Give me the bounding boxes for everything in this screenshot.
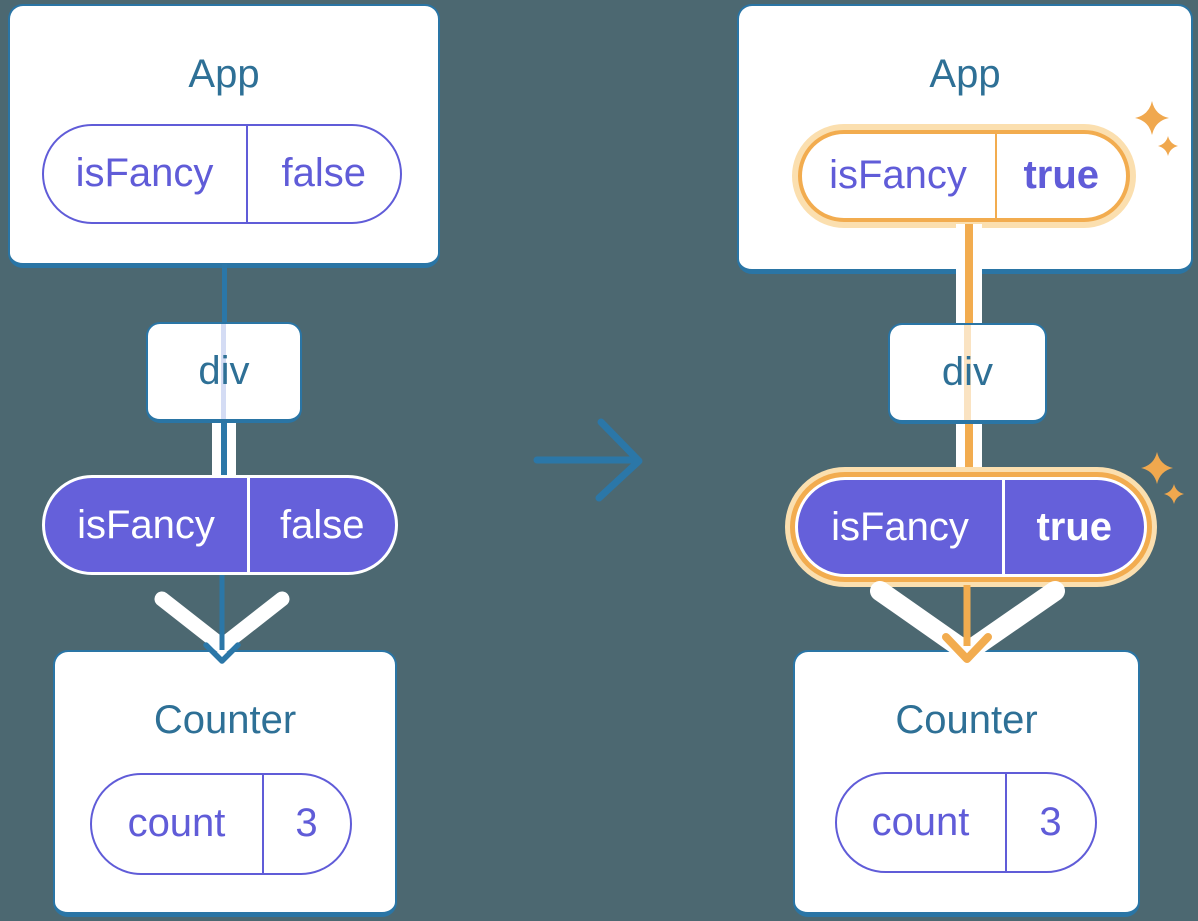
chevron-down-arrow-icon [154, 591, 290, 654]
after-counter-card: Counter count 3 [793, 650, 1140, 917]
state-name: isFancy [75, 151, 214, 195]
pill-divider [245, 125, 248, 222]
prop-value: true [1036, 504, 1113, 549]
pill-divider [1002, 480, 1005, 574]
pill-divider [261, 774, 264, 873]
before-app-title: App [188, 52, 260, 96]
before-counter-state-pill: count 3 [89, 772, 352, 875]
state-name: count [871, 799, 970, 844]
arrow-right-icon [533, 418, 643, 502]
before-div-label: div [198, 349, 250, 393]
before-counter-title: Counter [153, 698, 297, 742]
state-value: false [281, 151, 367, 195]
after-connector-div-pill [956, 422, 982, 474]
before-passed-prop-pill: isFancy false [42, 475, 398, 575]
before-connector-div-pill [212, 421, 236, 477]
before-connector-app-div [221, 264, 227, 324]
prop-name: isFancy [831, 504, 969, 549]
before-app-state-pill: isFancy false [41, 123, 402, 224]
state-name: isFancy [829, 153, 967, 197]
state-trace-line [964, 325, 971, 420]
state-value: 3 [1039, 799, 1062, 844]
after-app-state-pill: isFancy true [797, 129, 1130, 222]
sparkle-icon [1141, 452, 1184, 504]
after-state-flow-arrow [942, 585, 992, 663]
pill-divider [247, 478, 250, 572]
state-value: true [1023, 153, 1100, 197]
before-counter-card: Counter count 3 [53, 650, 397, 917]
state-value: 3 [295, 801, 318, 845]
prop-value: false [280, 502, 365, 547]
state-trace-line [221, 324, 226, 419]
after-counter-title: Counter [895, 698, 1038, 742]
after-counter-state-pill: count 3 [834, 771, 1097, 873]
state-name: count [127, 801, 226, 845]
after-passed-prop-pill: isFancy true [795, 477, 1147, 577]
before-app-card: App isFancy false [8, 4, 440, 268]
after-app-title: App [929, 52, 1001, 96]
pill-divider [994, 133, 997, 218]
after-div-label: div [941, 350, 994, 394]
before-div-node: div [146, 322, 302, 423]
before-state-flow-arrow [203, 575, 241, 664]
prop-name: isFancy [77, 502, 215, 547]
chevron-down-arrow-icon [870, 581, 1065, 662]
after-connector-app-div [956, 224, 982, 324]
pill-divider [1004, 773, 1007, 871]
after-div-node: div [888, 323, 1047, 424]
